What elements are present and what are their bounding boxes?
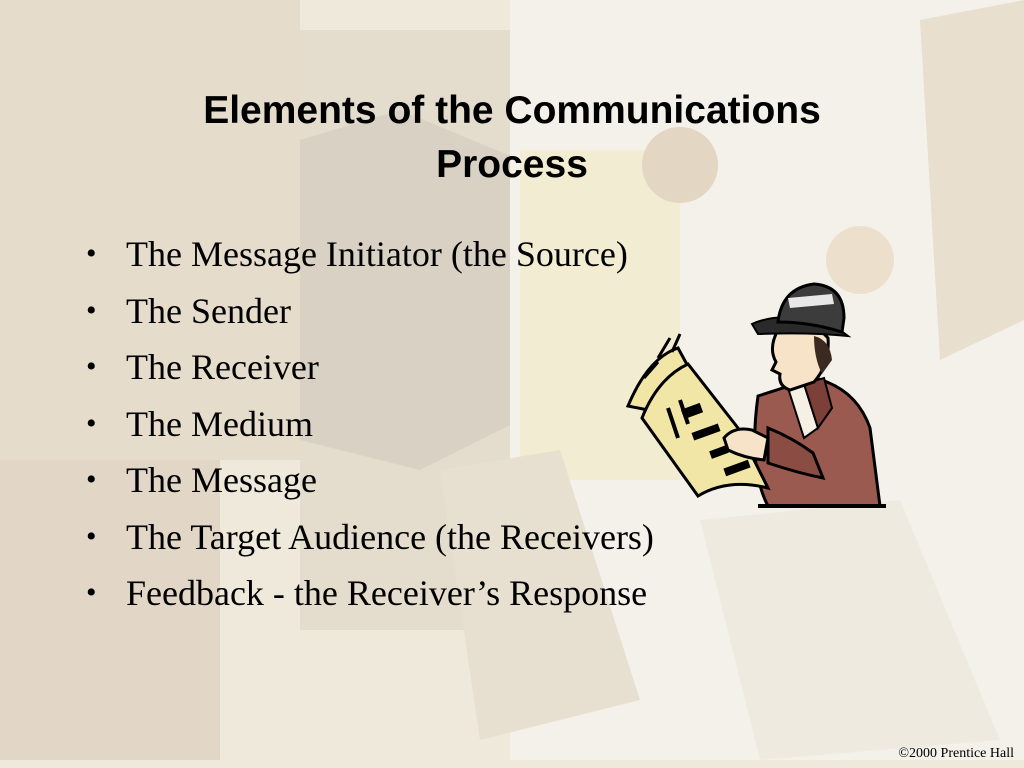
bullet-dot-icon: • <box>86 293 97 327</box>
bullet-text: The Message <box>126 460 317 500</box>
bullet-item: • Feedback - the Receiver’s Response <box>86 565 654 622</box>
bullet-item: • The Message <box>86 452 654 509</box>
slide-title-line-2: Process <box>436 143 588 186</box>
bullet-item: • The Medium <box>86 396 654 453</box>
bullet-item: • The Message Initiator (the Source) <box>86 226 654 283</box>
bullet-dot-icon: • <box>86 350 97 383</box>
bullet-dot-icon: • <box>86 406 97 440</box>
bullet-dot-icon: • <box>86 463 97 496</box>
bullet-item: • The Receiver <box>86 339 654 396</box>
bullet-item: • The Target Audience (the Receivers) <box>86 509 654 566</box>
bullet-text: The Target Audience (the Receivers) <box>126 516 654 557</box>
bullet-text: The Message Initiator (the Source) <box>126 234 628 274</box>
copyright-footer: ©2000 Prentice Hall <box>898 746 1014 761</box>
bullet-text: The Sender <box>126 290 291 331</box>
bullet-dot-icon: • <box>86 519 97 553</box>
bullet-text: Feedback - the Receiver’s Response <box>126 573 648 613</box>
bullet-item: • The Sender <box>86 283 654 340</box>
bullet-dot-icon: • <box>86 237 97 270</box>
bullet-text: The Receiver <box>126 347 319 387</box>
slide-title: Elements of the Communications Process <box>112 84 912 192</box>
bullet-dot-icon: • <box>86 576 97 609</box>
bullet-list: • The Message Initiator (the Source) • The… <box>86 226 654 622</box>
man-reading-newspaper-icon <box>625 282 886 508</box>
slide-title-line-1: Elements of the Communications <box>203 89 821 132</box>
bullet-text: The Medium <box>126 403 313 444</box>
